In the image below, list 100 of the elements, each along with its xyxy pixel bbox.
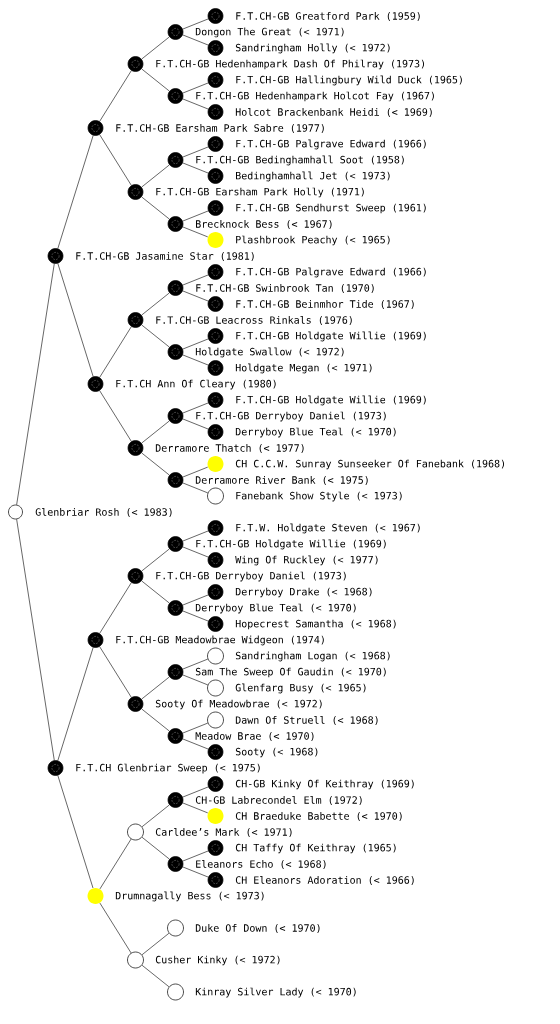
branch-line — [182, 162, 209, 174]
dog-name: F.T.CH-GB Derryboy Daniel (1973) — [196, 411, 386, 422]
dog-name: F.T.CH-GB Hedenhampark Dash Of Philray (1973) — [156, 59, 424, 70]
branch-line — [141, 676, 170, 700]
branch-line — [182, 98, 209, 110]
branch-line — [182, 210, 209, 222]
branch-line — [141, 452, 170, 476]
dog-name: Dongon The Great (< 1971) — [195, 27, 344, 38]
dog-name: Fanebank Show Style (< 1973) — [236, 491, 402, 502]
dog-name: Meadow Brae (< 1970) — [195, 732, 314, 741]
dog-name: CH-GB Kinky Of Keithray (1969) — [235, 779, 414, 790]
branch-line — [182, 610, 209, 622]
branch-line — [182, 290, 209, 302]
dog-name: F.T.CH-GB Leacross Rinkals (1976) — [156, 316, 352, 325]
branch-line — [16, 263, 55, 506]
branch-line — [141, 196, 170, 220]
branch-line — [182, 418, 209, 430]
dog-name: Derramore Thatch (< 1977) — [155, 444, 304, 453]
dog-name: Carldee’s Mark (< 1971) — [155, 828, 292, 837]
branch-line — [141, 36, 170, 60]
branch-line — [182, 338, 209, 350]
dog-name: Glenbriar Rosh (< 1983) — [35, 508, 172, 517]
dog-name: F.T.CH Glenbriar Sweep (< 1975) — [76, 763, 260, 774]
dog-name: F.T.CH-GB Earsham Park Holly (1971) — [156, 187, 364, 198]
branch-line — [99, 134, 132, 186]
branch-line — [182, 482, 209, 494]
dog-name: Sam The Sweep Of Gaudin (< 1970) — [195, 667, 386, 678]
branch-line — [99, 70, 132, 122]
dog-name: Cusher Kinky (< 1972) — [155, 955, 280, 966]
dog-name: F.T.CH-GB Bedinghamhall Soot (1958) — [196, 155, 404, 166]
dog-name: F.T.CH-GB Holdgate Willie (1969) — [196, 539, 386, 550]
branch-line — [182, 18, 209, 30]
branch-line — [182, 658, 209, 670]
dog-name: F.T.CH-GB Holdgate Willie (1969) — [236, 331, 426, 342]
branch-line — [99, 326, 132, 378]
branch-line — [16, 518, 55, 761]
dog-name: Holcot Brackenbank Heidi (< 1969) — [235, 108, 432, 117]
dog-name: Sandringham Holly (< 1972) — [235, 43, 390, 54]
branch-line — [182, 82, 209, 94]
branch-line — [141, 548, 170, 572]
dog-name: F.T.CH-GB Meadowbrae Widgeon (1974) — [116, 635, 324, 646]
branch-line — [99, 582, 132, 634]
dog-name: F.T.CH-GB Jasamine Star (1981) — [76, 252, 254, 261]
branch-line — [57, 647, 94, 761]
branch-line — [99, 838, 132, 890]
branch-line — [182, 546, 209, 558]
dog-name: Derryboy Drake (< 1968) — [235, 587, 372, 598]
branch-line — [182, 722, 209, 734]
branch-line — [99, 646, 132, 698]
branch-line — [141, 964, 170, 988]
dog-name: F.T.CH-GB Hallingbury Wild Duck (1965) — [236, 75, 462, 86]
dog-name: Holdgate Megan (< 1971) — [235, 363, 372, 374]
dog-name: Sooty (< 1968) — [235, 747, 318, 758]
branch-line — [182, 674, 209, 686]
dog-name: F.T.CH-GB Earsham Park Sabre (1977) — [116, 124, 324, 133]
branch-line — [182, 850, 209, 862]
dog-name: F.T.CH-GB Holdgate Willie (1969) — [236, 395, 426, 406]
branch-line — [57, 263, 94, 377]
branch-line — [182, 466, 209, 478]
dog-name: Derryboy Blue Teal (< 1970) — [195, 603, 356, 614]
branch-line — [141, 324, 170, 348]
dog-name: CH Eleanors Adoration (< 1966) — [235, 876, 414, 885]
branch-line — [182, 866, 209, 878]
dog-name: F.T.CH-GB Hedenhampark Holcot Fay (1967) — [196, 91, 434, 102]
dog-name: Holdgate Swallow (< 1972) — [195, 347, 344, 358]
dog-name: CH-GB Labrecondel Elm (1972) — [195, 796, 362, 805]
dog-name: Kinray Silver Lady (< 1970) — [195, 987, 356, 998]
dog-name: Eleanors Echo (< 1968) — [196, 860, 326, 869]
dog-name: Glenfarg Busy (< 1965) — [235, 683, 366, 694]
branch-line — [141, 580, 170, 604]
branch-line — [182, 802, 209, 814]
dog-name: Bedinghamhall Jet (< 1973) — [236, 171, 390, 182]
dog-name: CH Taffy Of Keithray (1965) — [235, 843, 396, 854]
branch-line — [182, 354, 209, 366]
branch-line — [99, 390, 132, 442]
branch-line — [57, 775, 94, 889]
branch-line — [141, 292, 170, 316]
dog-name: Plashbrook Peachy (< 1965) — [236, 235, 390, 246]
dog-name: F.T.CH-GB Greatford Park (1959) — [236, 12, 420, 21]
dog-name: Wing Of Ruckley (< 1977) — [235, 555, 378, 566]
branch-line — [182, 594, 209, 606]
branch-line — [182, 146, 209, 158]
dog-name: Derryboy Blue Teal (< 1970) — [235, 427, 396, 438]
branch-line — [182, 786, 209, 798]
branch-line — [141, 708, 170, 732]
branch-line — [141, 932, 170, 956]
dog-name: F.T.CH-GB Sendhurst Sweep (1961) — [236, 203, 426, 214]
branch-line — [141, 420, 170, 444]
branch-line — [182, 34, 209, 46]
dog-name: F.T.CH-GB Palgrave Edward (1966) — [236, 139, 426, 150]
dog-name: F.T.CH-GB Derryboy Daniel (1973) — [156, 571, 346, 582]
dog-name: Sandringham Logan (< 1968) — [235, 651, 390, 662]
branch-line — [141, 68, 170, 92]
dog-name: F.T.CH-GB Palgrave Edward (1966) — [236, 267, 426, 278]
dog-name: F.T.CH Ann Of Cleary (1980) — [116, 379, 276, 390]
branch-line — [141, 164, 170, 188]
branch-line — [182, 226, 209, 238]
dog-name: Dawn Of Struell (< 1968) — [235, 716, 378, 725]
branch-line — [182, 402, 209, 414]
dog-name: F.T.CH-GB Swinbrook Tan (1970) — [196, 284, 374, 293]
